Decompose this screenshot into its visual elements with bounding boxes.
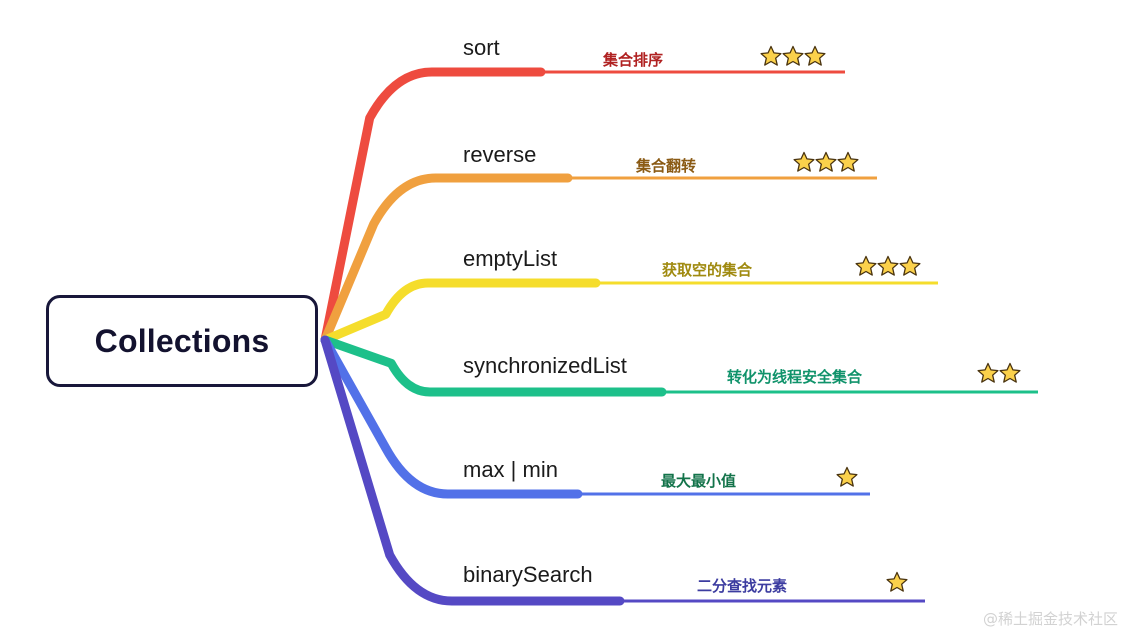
branch-note-synchronizedlist: 转化为线程安全集合 — [727, 368, 863, 386]
watermark: @稀土掘金技术社区 — [982, 610, 1118, 628]
branch-topic-synchronizedlist[interactable]: synchronizedList — [463, 353, 627, 378]
branch-topic-emptylist[interactable]: emptyList — [463, 246, 558, 271]
branch-rating-reverse — [793, 151, 859, 173]
star-icon — [837, 151, 859, 172]
root-node-collections[interactable]: Collections — [46, 295, 318, 387]
root-node-label: Collections — [94, 322, 270, 359]
branch-note-reverse: 集合翻转 — [636, 157, 697, 175]
star-icon — [836, 466, 858, 487]
star-icon — [815, 151, 837, 172]
star-icon — [886, 571, 908, 592]
branch-topic-binarysearch[interactable]: binarySearch — [463, 562, 593, 587]
star-icon — [782, 45, 804, 66]
branch-rating-maxmin — [836, 466, 858, 488]
branch-rating-synchronizedlist — [977, 362, 1021, 384]
branch-note-sort: 集合排序 — [603, 51, 664, 69]
branch-line-sort — [320, 67, 546, 345]
branch-rating-sort — [760, 45, 826, 67]
star-icon — [760, 45, 782, 66]
star-icon — [999, 362, 1021, 383]
star-icon — [793, 151, 815, 172]
branch-note-emptylist: 获取空的集合 — [662, 261, 753, 279]
branch-topic-reverse[interactable]: reverse — [463, 142, 537, 167]
branch-rating-emptylist — [855, 255, 921, 277]
star-icon — [899, 255, 921, 276]
star-icon — [855, 255, 877, 276]
branch-note-binarysearch: 二分查找元素 — [697, 577, 788, 595]
branch-note-maxmin: 最大最小值 — [661, 472, 737, 490]
branch-topic-sort[interactable]: sort — [463, 35, 500, 60]
branch-line-emptylist — [320, 278, 601, 345]
star-icon — [804, 45, 826, 66]
branch-rating-binarysearch — [886, 571, 908, 593]
star-icon — [877, 255, 899, 276]
branch-topic-maxmin[interactable]: max | min — [463, 457, 558, 482]
star-icon — [977, 362, 999, 383]
